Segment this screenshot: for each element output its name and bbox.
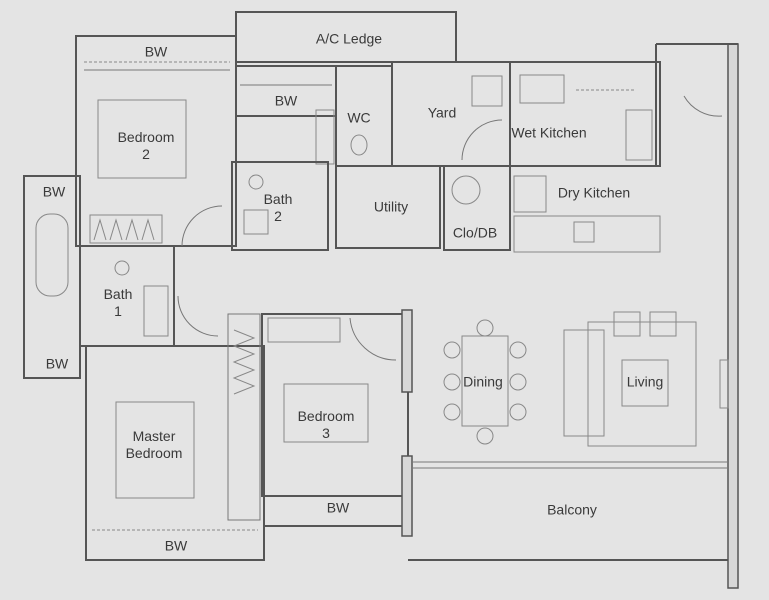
room-label-bw-bedroom-3: BW bbox=[326, 499, 350, 516]
room-label-bath-2: Bath 2 bbox=[263, 191, 293, 224]
basin-icon bbox=[248, 174, 264, 190]
room-label-dining: Dining bbox=[463, 373, 503, 390]
room-label-bw-top-left: BW bbox=[144, 43, 168, 60]
shower-icon bbox=[243, 209, 269, 235]
stove-icon bbox=[625, 109, 653, 161]
left-bath-column bbox=[23, 175, 81, 379]
room-label-bedroom-3: Bedroom 3 bbox=[297, 408, 355, 441]
right-exterior-wall bbox=[727, 43, 739, 589]
toilet-icon bbox=[350, 134, 368, 156]
wet-kitchen-walls bbox=[509, 61, 661, 167]
room-label-ac-ledge: A/C Ledge bbox=[315, 30, 383, 47]
bed-icon bbox=[97, 99, 187, 179]
room-label-bath-1: Bath 1 bbox=[103, 286, 133, 319]
clo-db-walls bbox=[443, 165, 511, 251]
bath-2-walls bbox=[231, 161, 329, 251]
room-label-utility: Utility bbox=[373, 198, 409, 215]
room-label-yard: Yard bbox=[427, 104, 457, 121]
wardrobe-3-icon bbox=[267, 317, 341, 343]
room-label-bw-upper-mid: BW bbox=[274, 92, 298, 109]
washer-icon bbox=[471, 75, 503, 107]
room-label-bw-left: BW bbox=[42, 183, 66, 200]
room-label-wc: WC bbox=[347, 109, 371, 126]
room-label-dry-kitchen: Dry Kitchen bbox=[557, 184, 631, 201]
bed-3-icon bbox=[283, 383, 369, 443]
bathtub-icon bbox=[35, 213, 69, 297]
room-label-wet-kitchen: Wet Kitchen bbox=[511, 124, 587, 141]
room-label-bedroom-2: Bedroom 2 bbox=[117, 129, 175, 162]
master-bed-icon bbox=[115, 401, 195, 499]
room-label-bw-master: BW bbox=[164, 537, 188, 554]
water-heater-icon bbox=[451, 175, 481, 205]
sink-icon bbox=[519, 74, 565, 104]
room-label-master-bedroom: Master Bedroom bbox=[125, 428, 183, 461]
wardrobe-icon bbox=[89, 214, 163, 244]
room-label-living: Living bbox=[626, 373, 664, 390]
sofa-icon bbox=[563, 329, 605, 437]
room-label-balcony: Balcony bbox=[547, 501, 597, 518]
kitchen-counter bbox=[513, 215, 661, 253]
master-bedroom-walls bbox=[85, 345, 265, 561]
room-label-bw-left-lower: BW bbox=[45, 355, 69, 372]
coffee-table-icon bbox=[621, 359, 669, 407]
room-label-clo-db: Clo/DB bbox=[452, 224, 498, 241]
utility-walls bbox=[335, 165, 441, 249]
rug-icon bbox=[587, 321, 697, 447]
